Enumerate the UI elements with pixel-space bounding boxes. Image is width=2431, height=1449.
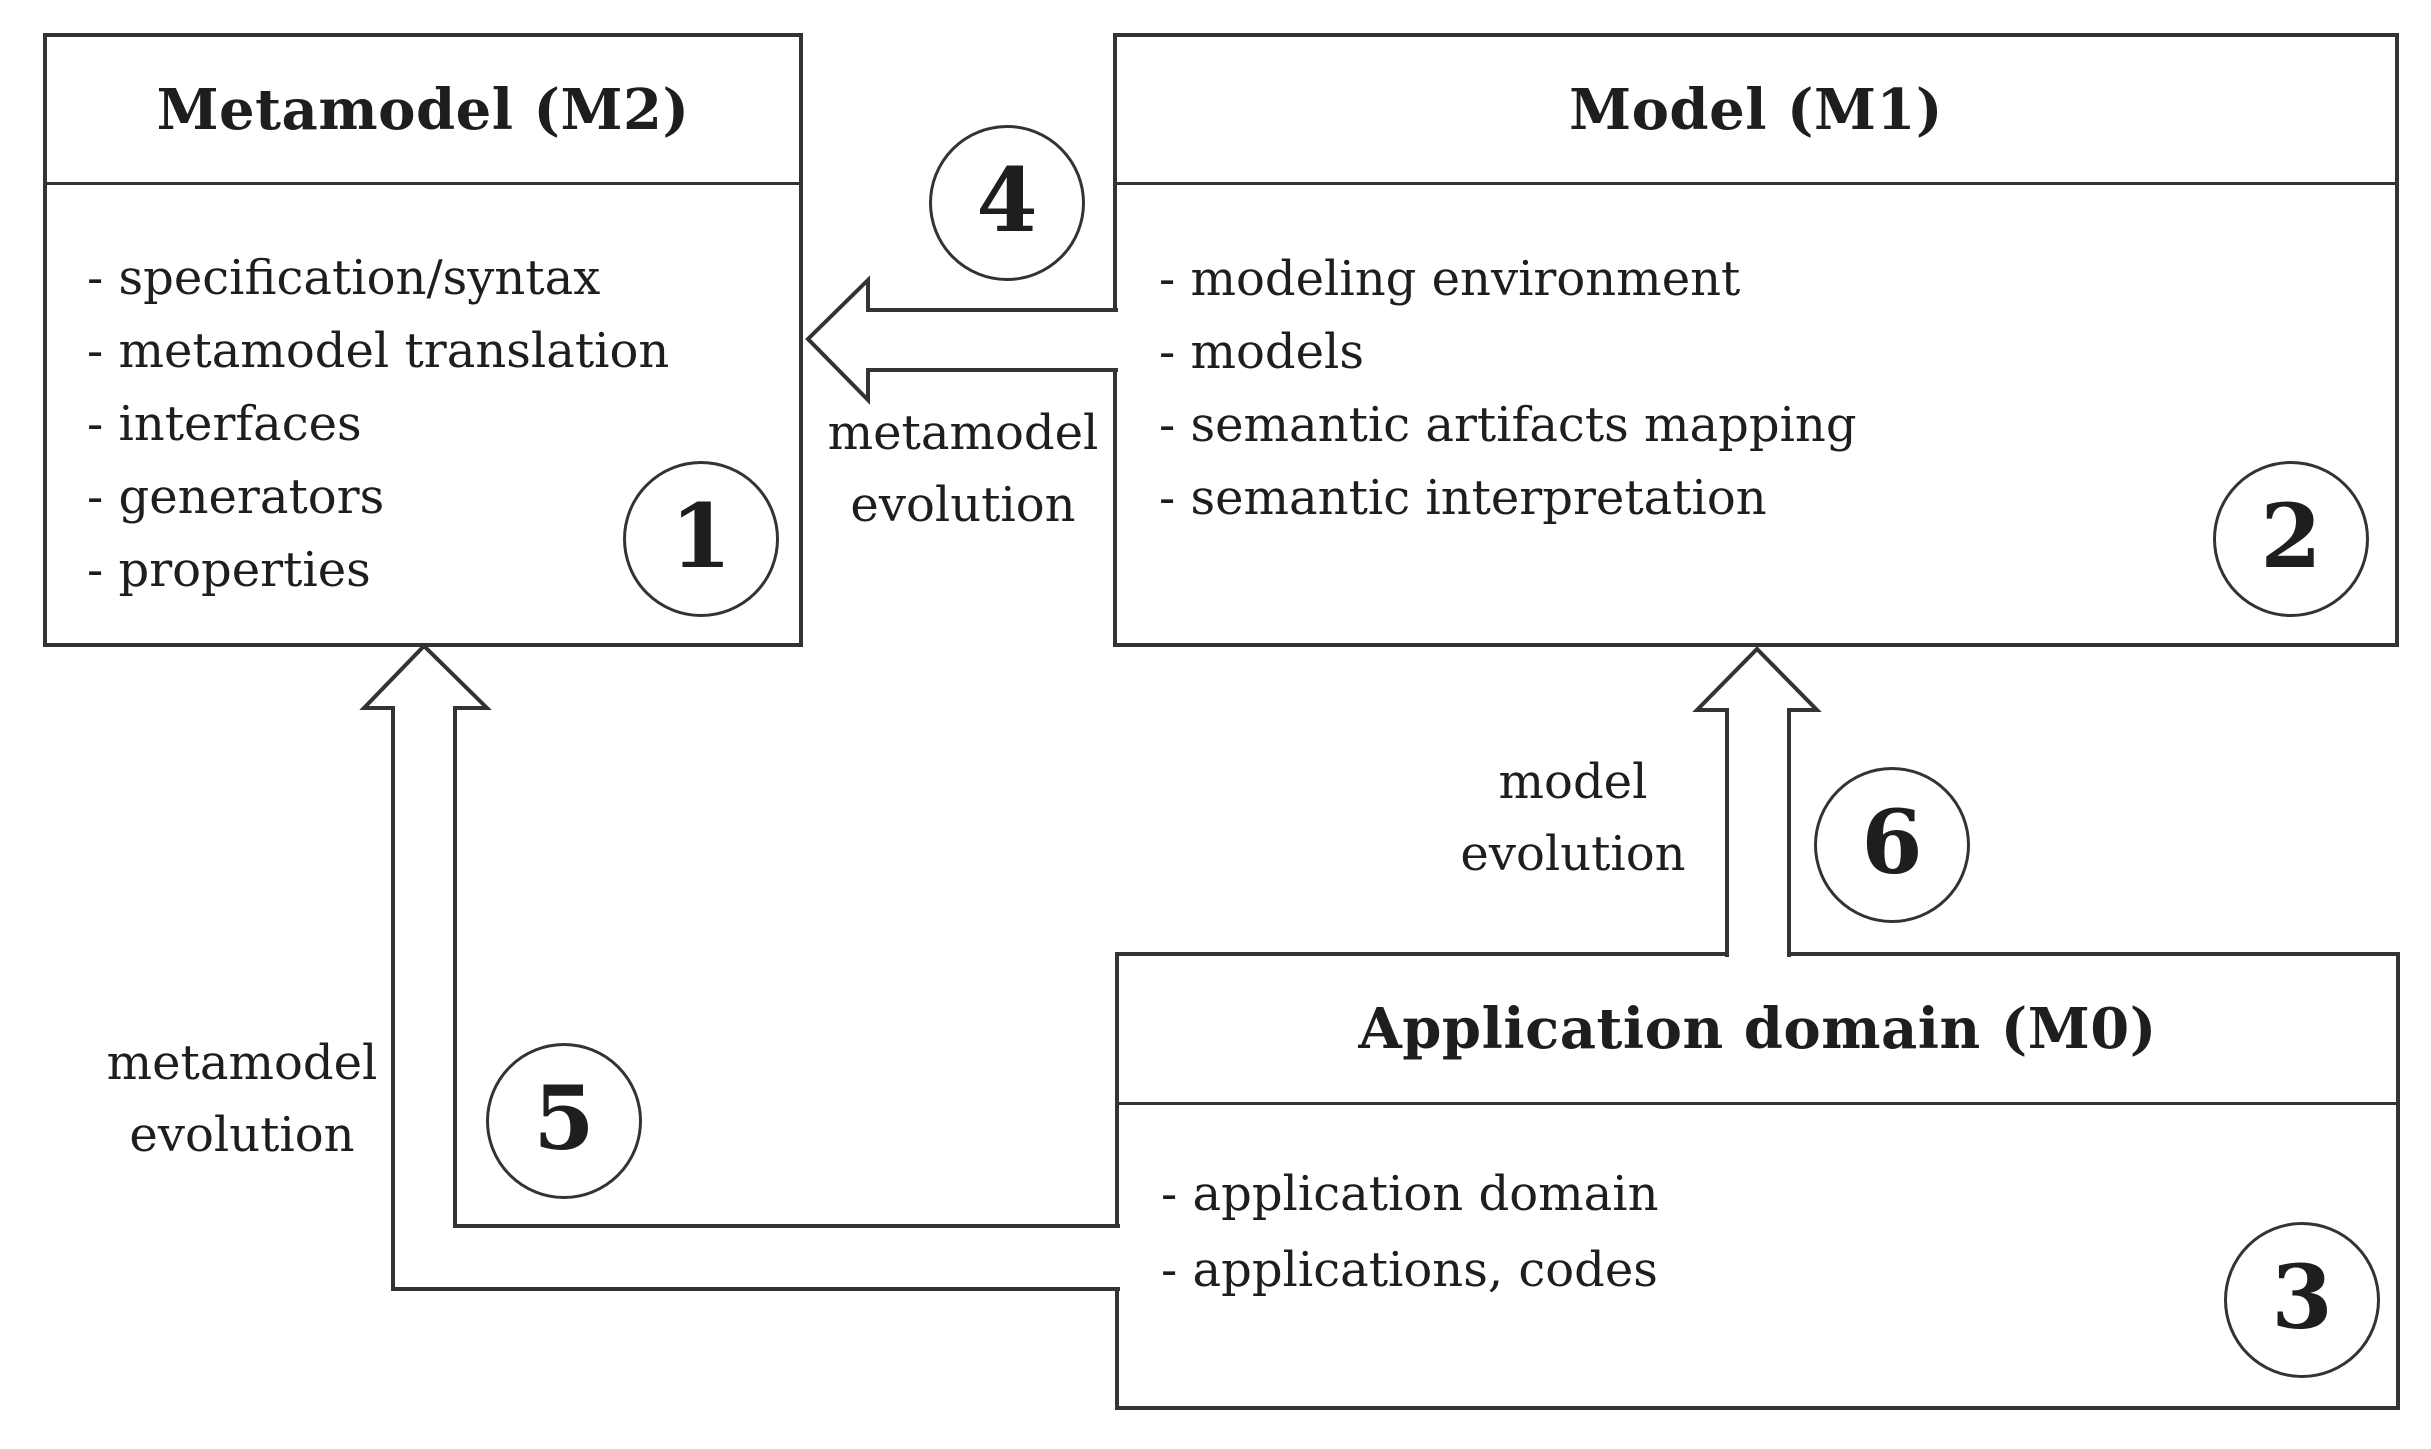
list-item: - specification/syntax	[87, 250, 601, 306]
application-domain-m0-title: Application domain (M0)	[1358, 996, 2157, 1062]
label-metamodel-evolution-left: metamodel evolution	[107, 1027, 378, 1171]
model-m1-box: Model (M1) - modeling environment - mode…	[1113, 33, 2399, 647]
badge-circle-1: 1	[623, 461, 779, 617]
list-item: - application domain	[1161, 1166, 1659, 1222]
metamodel-m2-box: Metamodel (M2) - specification/syntax - …	[43, 33, 803, 647]
badge-circle-2: 2	[2213, 461, 2369, 617]
application-domain-m0-box: Application domain (M0) - application do…	[1115, 952, 2400, 1410]
arrow-m0-to-m2	[359, 643, 1120, 1291]
label-line: evolution	[1460, 826, 1686, 882]
metamodel-m2-item-list: - specification/syntax - metamodel trans…	[47, 185, 799, 607]
badge-circle-3: 3	[2224, 1222, 2380, 1378]
application-domain-m0-item-list: - application domain - applications, cod…	[1119, 1105, 2396, 1308]
label-metamodel-evolution-center: metamodel evolution	[828, 397, 1099, 541]
metamodel-m2-header: Metamodel (M2)	[47, 37, 799, 185]
arrow-m0-to-m1	[1692, 646, 1822, 957]
list-item: - semantic interpretation	[1159, 470, 1767, 526]
list-item: - metamodel translation	[87, 323, 670, 379]
label-model-evolution: model evolution	[1460, 746, 1685, 890]
metamodel-m2-title: Metamodel (M2)	[156, 76, 690, 143]
arrow-m1-to-m2	[805, 275, 1118, 405]
label-line: evolution	[850, 477, 1076, 533]
label-line: evolution	[129, 1107, 355, 1163]
label-line: metamodel	[106, 1035, 378, 1091]
label-line: metamodel	[827, 405, 1099, 461]
model-m1-title: Model (M1)	[1569, 76, 1943, 143]
application-domain-m0-header: Application domain (M0)	[1119, 956, 2396, 1105]
list-item: - models	[1159, 324, 1365, 380]
label-line: model	[1498, 754, 1648, 810]
list-item: - applications, codes	[1161, 1242, 1658, 1298]
list-item: - modeling environment	[1159, 251, 1741, 307]
badge-circle-5: 5	[486, 1043, 642, 1199]
list-item: - interfaces	[87, 396, 362, 452]
model-m1-header: Model (M1)	[1117, 37, 2395, 185]
list-item: - generators	[87, 469, 385, 525]
list-item: - properties	[87, 542, 371, 598]
model-m1-item-list: - modeling environment - models - semant…	[1117, 185, 2395, 535]
badge-circle-4: 4	[929, 125, 1085, 281]
list-item: - semantic artifacts mapping	[1159, 397, 1857, 453]
badge-circle-6: 6	[1814, 767, 1970, 923]
